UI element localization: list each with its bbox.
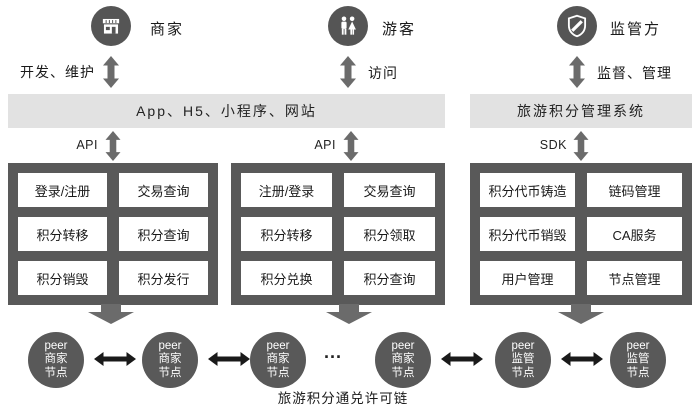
regulator-relation-label: 监督、管理 <box>597 65 672 81</box>
tourist-relation-label: 访问 <box>368 65 398 81</box>
function-cell: 积分领取 <box>344 217 435 251</box>
up-down-arrow-icon <box>103 56 119 88</box>
peer-merchant-node: peer 商家 节点 <box>142 332 198 388</box>
frontend-platform-bar: App、H5、小程序、网站 <box>8 94 445 128</box>
function-cell: 登录/注册 <box>18 173 107 207</box>
tourist-avatar <box>328 6 368 46</box>
chain-caption: 旅游积分通兑许可链 <box>277 391 409 406</box>
tourist-functions-box: 注册/登录 交易查询 积分转移 积分领取 积分兑换 积分查询 <box>231 163 445 305</box>
api-label: API <box>76 138 98 152</box>
function-cell: CA服务 <box>587 217 682 251</box>
function-cell: 积分代币销毁 <box>480 217 575 251</box>
storefront-icon <box>102 18 120 34</box>
down-arrow-icon <box>88 304 134 324</box>
merchant-label: 商家 <box>150 21 185 38</box>
more-nodes-ellipsis: ... <box>324 342 343 362</box>
function-cell: 用户管理 <box>480 261 575 295</box>
merchant-relation-label: 开发、维护 <box>20 64 95 80</box>
left-right-arrow-icon <box>561 352 603 366</box>
management-system-bar: 旅游积分管理系统 <box>470 94 692 128</box>
up-down-arrow-icon <box>340 56 356 88</box>
shield-icon <box>567 14 587 38</box>
up-down-arrow-icon <box>343 131 359 161</box>
down-arrow-icon <box>558 304 604 324</box>
down-arrow-icon <box>326 304 372 324</box>
merchant-functions-box: 登录/注册 交易查询 积分转移 积分查询 积分销毁 积分发行 <box>8 163 218 305</box>
function-cell: 积分兑换 <box>241 261 332 295</box>
left-right-arrow-icon <box>94 352 136 366</box>
function-cell: 节点管理 <box>587 261 682 295</box>
peer-merchant-node: peer 商家 节点 <box>375 332 431 388</box>
up-down-arrow-icon <box>569 56 585 88</box>
regulator-avatar <box>557 6 597 46</box>
sdk-label: SDK <box>539 138 567 152</box>
merchant-avatar <box>91 6 131 46</box>
peer-merchant-node: peer 商家 节点 <box>28 332 84 388</box>
peer-merchant-node: peer 商家 节点 <box>250 332 306 388</box>
function-cell: 交易查询 <box>119 173 208 207</box>
left-right-arrow-icon <box>208 352 250 366</box>
api-label: API <box>314 138 336 152</box>
function-cell: 交易查询 <box>344 173 435 207</box>
regulator-label: 监管方 <box>610 21 662 38</box>
peer-regulator-node: peer 监管 节点 <box>495 332 551 388</box>
tourist-label: 游客 <box>382 21 417 38</box>
up-down-arrow-icon <box>573 131 589 161</box>
function-cell: 积分销毁 <box>18 261 107 295</box>
tourists-icon <box>341 16 356 35</box>
peer-regulator-node: peer 监管 节点 <box>610 332 666 388</box>
function-cell: 积分查询 <box>119 217 208 251</box>
function-cell: 积分转移 <box>241 217 332 251</box>
function-cell: 注册/登录 <box>241 173 332 207</box>
function-cell: 积分发行 <box>119 261 208 295</box>
function-cell: 积分代币铸造 <box>480 173 575 207</box>
left-right-arrow-icon <box>441 352 483 366</box>
function-cell: 积分查询 <box>344 261 435 295</box>
function-cell: 积分转移 <box>18 217 107 251</box>
up-down-arrow-icon <box>105 131 121 161</box>
regulator-functions-box: 积分代币铸造 链码管理 积分代币销毁 CA服务 用户管理 节点管理 <box>470 163 692 305</box>
function-cell: 链码管理 <box>587 173 682 207</box>
